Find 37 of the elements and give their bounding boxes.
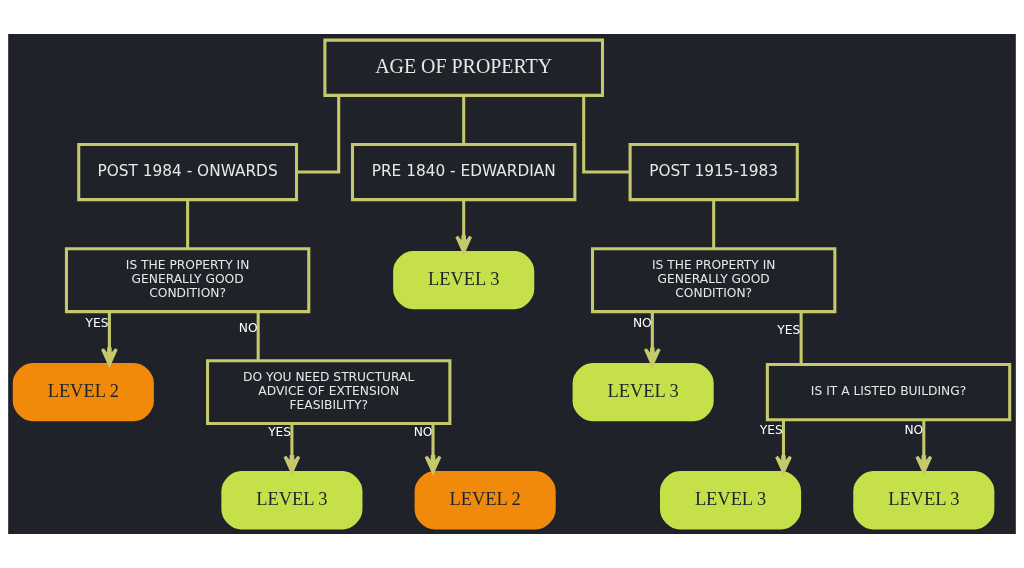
edge-label: NO: [238, 321, 258, 336]
node-box: PRE 1840 - EDWARDIAN: [350, 142, 577, 202]
arrow: [283, 424, 301, 474]
node-box: IS THE PROPERTY IN GENERALLY GOOD CONDITION?: [591, 247, 837, 314]
edge-label: NO: [413, 425, 433, 440]
node-box: LEVEL 3: [393, 251, 535, 310]
node-box: IS IT A LISTED BUILDING?: [765, 363, 1012, 422]
connector: [799, 311, 803, 365]
edge-label: NO: [632, 315, 652, 330]
connector: [296, 95, 341, 174]
edge-label: NO: [904, 423, 924, 438]
edge-label: YES: [85, 315, 109, 330]
connector: [462, 95, 466, 144]
edge-label: YES: [759, 423, 783, 438]
arrow: [775, 420, 792, 474]
node-box: LEVEL 3: [660, 471, 802, 530]
arrow: [100, 311, 118, 366]
connector: [256, 311, 260, 361]
arrow: [455, 199, 473, 254]
node-box: POST 1984 - ONWARDS: [77, 142, 299, 202]
node-box: AGE OF PROPERTY: [323, 38, 605, 97]
connector: [186, 199, 190, 249]
node-box: LEVEL 3: [572, 363, 714, 422]
connector: [712, 199, 716, 249]
node-box: LEVEL 2: [414, 471, 556, 530]
arrow: [643, 311, 661, 366]
arrow: [424, 424, 442, 474]
node-box: DO YOU NEED STRUCTURAL ADVICE OF EXTENSION FEASIBILITY?: [206, 359, 452, 426]
node-box: LEVEL 2: [12, 363, 154, 422]
edge-label: YES: [268, 425, 292, 440]
connector: [582, 95, 630, 174]
node-box: LEVEL 3: [853, 471, 995, 530]
node-box: IS THE PROPERTY IN GENERALLY GOOD CONDITION?: [64, 247, 311, 314]
edge-label: YES: [777, 323, 801, 338]
arrow: [915, 420, 933, 474]
node-box: LEVEL 3: [221, 471, 363, 530]
node-box: POST 1915-1983: [628, 142, 799, 202]
